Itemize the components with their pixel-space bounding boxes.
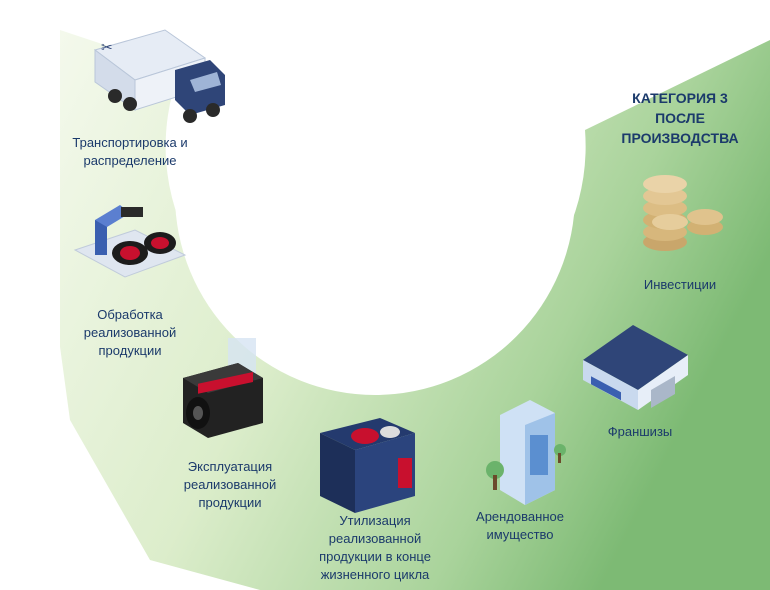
arc-band: [60, 30, 770, 590]
arc-outer-mask-left: [0, 0, 260, 590]
arc-inner-space: [175, 0, 575, 395]
office-building-icon: [486, 400, 566, 505]
warehouse-icon: [583, 325, 688, 410]
category-header: КАТЕГОРИЯ 3 ПОСЛЕ ПРОИЗВОДСТВА: [600, 88, 760, 148]
label-investments: Инвестиции: [643, 277, 717, 292]
label-franchise: Франшизы: [607, 424, 673, 439]
label-usage: Эксплуатация реализованной продукции: [183, 459, 277, 510]
motor-icon: [183, 338, 263, 438]
robot-arm-icon: [73, 205, 187, 278]
label-disposal: Утилизация реализованной продукции в кон…: [319, 513, 431, 582]
label-processing: Обработка реализованной продукции: [83, 307, 177, 358]
arc-outer-mask: [0, 0, 770, 118]
recycle-bin-icon: [320, 418, 415, 513]
truck-icon: ✂: [93, 29, 225, 123]
svg-text:✂: ✂: [101, 40, 113, 56]
coins-icon: [643, 175, 723, 251]
label-leased: Арендованное имущество: [476, 509, 564, 542]
category-header-line-1: КАТЕГОРИЯ 3: [632, 90, 728, 106]
label-transport: Транспортировка и распределение: [72, 135, 188, 168]
category-header-line-3: ПРОИЗВОДСТВА: [621, 130, 739, 146]
category-header-line-2: ПОСЛЕ: [655, 110, 705, 126]
